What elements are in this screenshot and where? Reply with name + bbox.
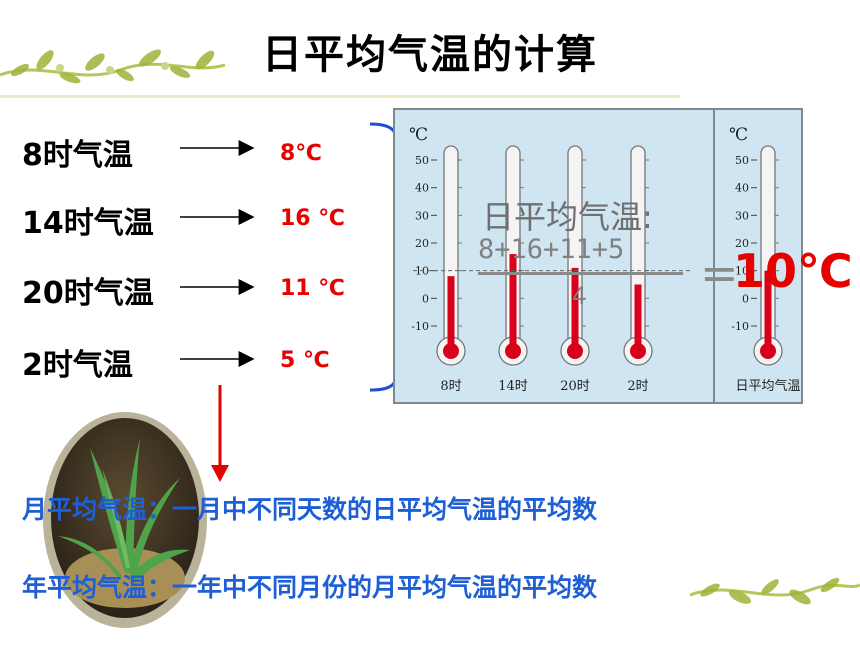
thermometer-average-mercury	[764, 270, 772, 348]
thermometer-3-mercury	[634, 284, 642, 348]
reading-label-2: 2时气温	[22, 348, 133, 383]
reading-arrows	[180, 140, 255, 367]
formula-equals: =	[700, 246, 739, 300]
scale-right-unit-label: ℃	[729, 125, 748, 145]
formula-numerator: 8+16+11+5	[478, 234, 625, 265]
thermometer-1-bulb	[505, 343, 521, 359]
panel-divider	[713, 108, 715, 404]
scale-left-unit-label: ℃	[409, 125, 428, 145]
reading-value-14: 16 ℃	[280, 206, 345, 231]
down-arrow	[211, 385, 229, 482]
reading-label-20: 20时气温	[22, 276, 154, 311]
yearly-average-definition: 年平均气温：一年中不同月份的月平均气温的平均数	[22, 573, 598, 602]
scale-left-tick-label: 0	[422, 292, 429, 305]
scale-right-tick-label: 40	[735, 182, 749, 195]
thermometer-3-label: 2时	[627, 379, 648, 394]
scale-right-tick-label: 0	[742, 292, 749, 305]
formula-title: 日平均气温:	[482, 198, 653, 236]
scale-right-tick-label: 50	[735, 154, 749, 167]
thermometer-graphic: ℃ 50 40 30 20 10 0 -10 8时 14时 20时 2时 ℃ 50 40 30 20 10 0 -10…	[409, 125, 801, 394]
scale-left-tick-label: 40	[415, 182, 429, 195]
scale-left-tick-label: 50	[415, 154, 429, 167]
scale-right-tick-label: -10	[731, 320, 749, 333]
scale-left-tick-label: 20	[415, 237, 429, 250]
reading-label-14: 14时气温	[22, 206, 154, 241]
thermometer-2-label: 20时	[560, 379, 590, 394]
scale-right-tick-label: 20	[735, 237, 749, 250]
thermometer-average-label: 日平均气温	[735, 378, 800, 394]
scale-right-tick-label: 10	[735, 265, 749, 278]
reading-value-20: 11 ℃	[280, 276, 345, 301]
reading-label-8: 8时气温	[22, 138, 133, 173]
thermometer-2-mercury	[571, 267, 579, 348]
formula-fraction-bar	[478, 272, 683, 275]
reading-value-8: 8℃	[280, 141, 322, 166]
title-underline	[0, 95, 680, 98]
thermometer-average-bulb	[760, 343, 776, 359]
thermometer-0-label: 8时	[440, 379, 461, 394]
thermometer-3-bulb	[630, 343, 646, 359]
scale-left-tick-label: 10	[415, 265, 429, 278]
vine-decoration-top	[0, 49, 226, 84]
formula-denominator: 4	[572, 282, 587, 310]
plant-image	[43, 412, 207, 628]
scale-left-tick-label: 30	[415, 209, 429, 222]
page-title: 日平均气温的计算	[262, 32, 598, 78]
scale-right-tick-label: 30	[735, 209, 749, 222]
reading-value-2: 5 ℃	[280, 348, 330, 373]
thermometer-0-bulb	[443, 343, 459, 359]
vine-decoration-bottom	[690, 577, 860, 605]
monthly-average-definition: 月平均气温：一月中不同天数的日平均气温的平均数	[22, 495, 598, 524]
scale-left-tick-label: -10	[411, 320, 429, 333]
thermometer-0-mercury	[447, 276, 455, 348]
thermometer-1-mercury	[509, 254, 517, 348]
formula-result: 10℃	[733, 244, 853, 298]
thermometer-1-label: 14时	[498, 379, 528, 394]
thermometer-2-bulb	[567, 343, 583, 359]
